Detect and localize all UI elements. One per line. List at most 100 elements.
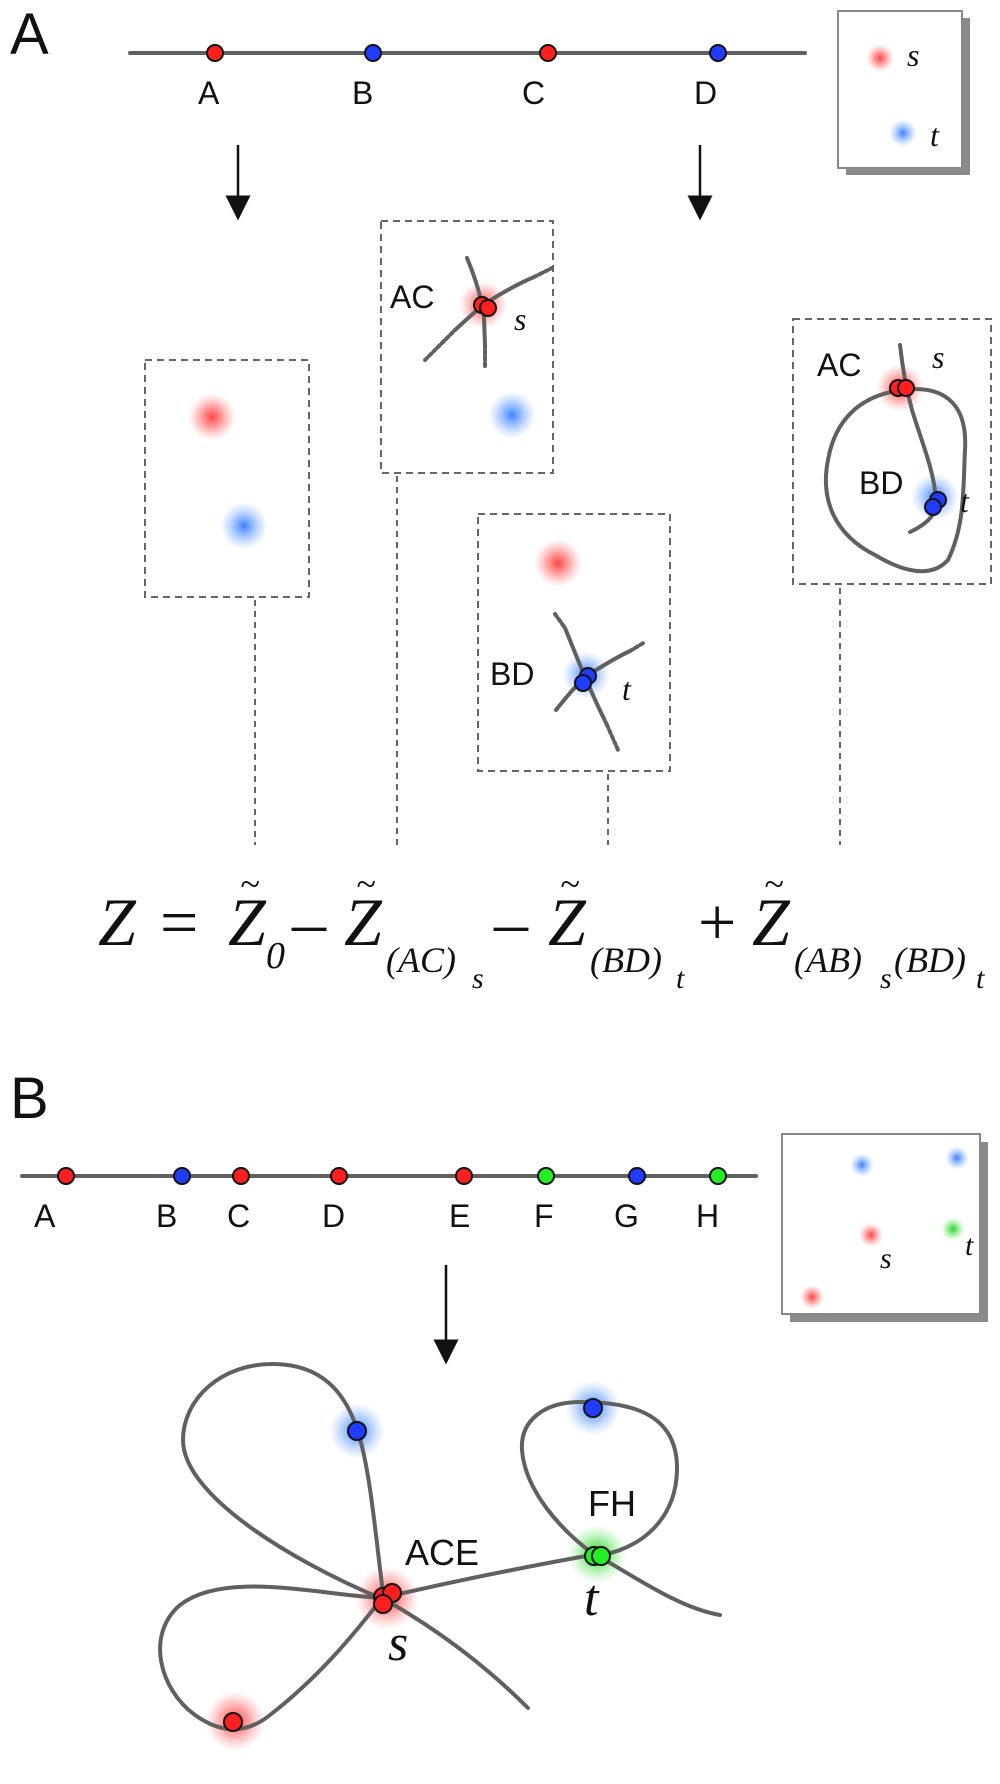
box-ac: AC s (380, 220, 554, 474)
box-ac-bd-label-ac: AC (817, 347, 861, 383)
eq-term3-sub-b: (BD) (894, 940, 966, 980)
box-bd-label: BD (490, 656, 534, 692)
b-legend-s: s (880, 1242, 892, 1275)
panel-b-point-labels: A B C D E F G H (34, 1198, 719, 1234)
point-b (364, 44, 382, 62)
legend-red-glow (866, 44, 894, 72)
b-legend-blue-2 (945, 1146, 969, 1170)
point-label-a: A (198, 75, 220, 111)
b-point-d (330, 1167, 348, 1185)
b-point-e (455, 1167, 473, 1185)
panel-a-legend: s t (837, 10, 970, 175)
equation: Z = Z ~ 0 – Z ~ (AC) s – Z ~ (BD) t + Z … (98, 864, 985, 995)
b-label-h: H (696, 1198, 719, 1234)
box-ac-bd-node-t2 (924, 498, 942, 516)
eq-term3-sub-a: (AB) (794, 940, 862, 980)
b-node-green-2 (591, 1546, 611, 1566)
b-label-g: G (614, 1198, 639, 1234)
b-label-s: s (388, 1615, 408, 1672)
b-label-b: B (156, 1198, 177, 1234)
box-z0-frame (144, 359, 310, 598)
eq-term2-subsub: t (676, 962, 685, 995)
panel-b-legend: s t (781, 1133, 988, 1322)
point-label-b: B (352, 75, 373, 111)
box-bd: BD t (477, 513, 671, 772)
b-node-red-lower (223, 1712, 243, 1732)
eq-plus: + (698, 884, 736, 960)
b-legend-green (941, 1217, 965, 1241)
b-strand-right-tail (596, 1554, 722, 1617)
b-loop-upper-left (180, 1361, 385, 1600)
box-ac-bd-var-t: t (960, 483, 970, 519)
eq-minus-2: – (493, 884, 529, 960)
b-point-f (537, 1167, 555, 1185)
point-d (709, 44, 727, 62)
b-loop-lower-left (158, 1584, 384, 1732)
box-ac-var: s (514, 301, 526, 337)
eq-z: Z (98, 884, 137, 960)
box-ac-bd-strand-1 (898, 343, 939, 534)
b-point-h (709, 1167, 727, 1185)
point-label-d: D (694, 75, 717, 111)
eq-term0-tilde: ~ (240, 864, 259, 904)
eq-term3-subsub-b: t (976, 962, 985, 995)
panel-a-points (206, 44, 727, 62)
box-ac-bd-label-bd: BD (859, 465, 903, 501)
b-label-c: C (227, 1198, 250, 1234)
box-ac-blue-glow (488, 391, 536, 439)
eq-term3-subsub-a: s (880, 962, 892, 995)
b-point-g (628, 1167, 646, 1185)
panel-b-label: B (10, 1066, 49, 1131)
box-ac-bd-node-s2 (897, 379, 915, 397)
b-point-a (57, 1167, 75, 1185)
box-bd-node-2 (574, 674, 592, 692)
panel-a-label: A (10, 2, 49, 67)
legend-blue-glow (889, 119, 917, 147)
b-point-c (232, 1167, 250, 1185)
panel-a: A A B C D s t (10, 2, 992, 995)
eq-term1-sub: (AC) (386, 940, 456, 980)
point-c (539, 44, 557, 62)
eq-term1-z: Z (344, 884, 383, 960)
eq-term0-sub: 0 (266, 935, 285, 977)
box-ac-bd-loop (823, 387, 968, 574)
box-ac-frame (380, 220, 554, 474)
b-strand-tail (380, 1596, 530, 1710)
eq-term3-z: Z (752, 884, 791, 960)
eq-term1-tilde: ~ (356, 864, 375, 904)
box-bd-red-glow (534, 539, 582, 587)
point-a (206, 44, 224, 62)
b-label-e: E (449, 1198, 470, 1234)
box-z0-blue-glow (220, 502, 268, 550)
point-label-c: C (522, 75, 545, 111)
eq-term2-tilde: ~ (560, 864, 579, 904)
b-node-red-s3 (373, 1594, 393, 1614)
panel-b: B A B C D E F G H (10, 1066, 988, 1751)
box-bd-strand-2-dots (628, 640, 647, 653)
eq-equals: = (160, 884, 198, 960)
box-ac-strand-2-dots-b (532, 266, 554, 279)
b-label-t: t (584, 1570, 600, 1627)
panel-b-graph (158, 1361, 722, 1732)
box-ac-node-2 (479, 299, 497, 317)
b-legend-red-2 (800, 1285, 824, 1309)
b-legend-red-1 (859, 1223, 883, 1247)
legend-s: s (907, 37, 919, 73)
box-z0 (144, 359, 310, 598)
box-ac-label: AC (390, 279, 434, 315)
box-ac-bd: AC s BD t (792, 318, 992, 585)
eq-term2-sub: (BD) (590, 940, 662, 980)
box-bd-strand-1-dots-b (605, 723, 620, 752)
b-label-d: D (322, 1198, 345, 1234)
box-bd-var: t (622, 671, 632, 707)
eq-term2-z: Z (548, 884, 587, 960)
box-bd-strand-1 (563, 626, 609, 727)
b-legend-blue-1 (850, 1153, 874, 1177)
box-ac-bd-frame (792, 318, 992, 585)
b-node-blue-1 (347, 1421, 367, 1441)
box-z0-red-glow (188, 393, 236, 441)
b-label-f: F (534, 1198, 554, 1234)
b-label-fh: FH (588, 1483, 636, 1524)
box-ac-strand-1 (465, 256, 487, 347)
